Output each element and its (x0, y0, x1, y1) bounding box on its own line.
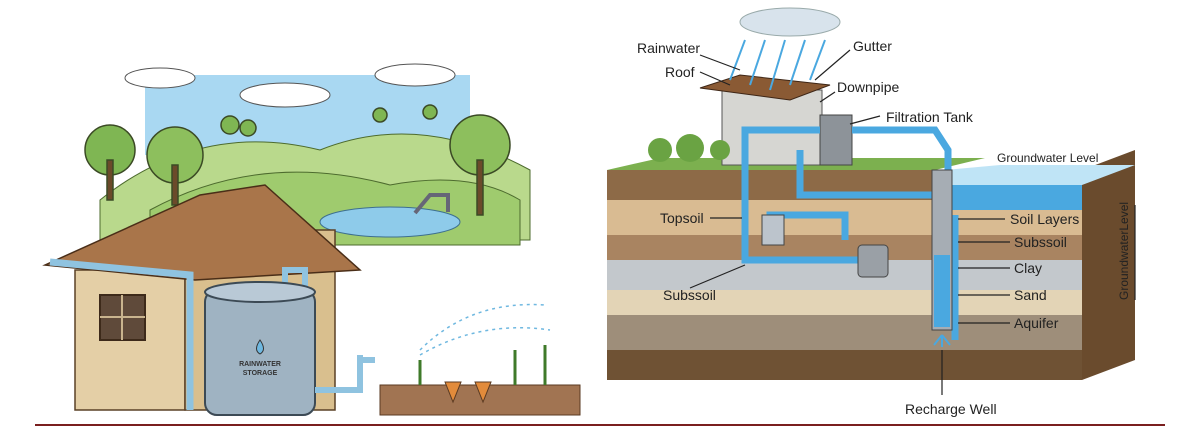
pond (319, 206, 461, 238)
label-aquifer: Aquifer (1014, 315, 1059, 331)
label-filtration-tank: Filtration Tank (886, 109, 974, 125)
filter-chamber (761, 214, 785, 246)
rain-cloud (729, 7, 841, 91)
gutter-downpipe (49, 258, 194, 410)
label-downpipe: Downpipe (837, 79, 899, 95)
layer-sand (607, 290, 1082, 315)
label-roof: Roof (665, 64, 695, 80)
label-groundwater-level-vertical: GroundwaterLevel (1117, 202, 1131, 300)
roof (42, 184, 362, 281)
label-clay: Clay (1014, 260, 1042, 276)
trees (84, 104, 511, 216)
clouds (124, 63, 456, 108)
rainwater-storage-barrel: RAINWATER STORAGE (204, 281, 316, 416)
label-sand: Sand (1014, 287, 1047, 303)
label-gutter: Gutter (853, 38, 892, 54)
garden (379, 303, 581, 416)
sump-chamber (857, 244, 889, 278)
outlet-pipe (315, 355, 375, 393)
layer-aquifer (607, 315, 1082, 350)
label-rainwater: Rainwater (637, 40, 700, 56)
label-recharge-well: Recharge Well (905, 401, 997, 417)
water-drop-icon (256, 339, 264, 355)
barrel-label: STORAGE (243, 370, 278, 377)
ground-side (1082, 150, 1135, 380)
groundwater-pool (945, 185, 1082, 210)
label-subsoil-left: Subssoil (663, 287, 716, 303)
label-groundwater-level: Groundwater Level (997, 151, 1098, 165)
pond-pipe (413, 193, 450, 215)
rainwater-harvesting-illustration: RAINWATER STORAGE (42, 63, 581, 416)
leader-lines (689, 49, 1136, 395)
layer-clay (607, 260, 1082, 290)
barrel-label: RAINWATER (239, 361, 281, 368)
label-subsoil-right: Subssoil (1014, 234, 1067, 250)
filtration-tank (819, 114, 853, 166)
roof (699, 74, 831, 101)
groundwater-recharge-diagram: Rainwater Roof Gutter Downpipe Filtratio… (607, 7, 1136, 417)
label-topsoil: Topsoil (660, 210, 704, 226)
label-soil-layers: Soil Layers (1010, 211, 1079, 227)
